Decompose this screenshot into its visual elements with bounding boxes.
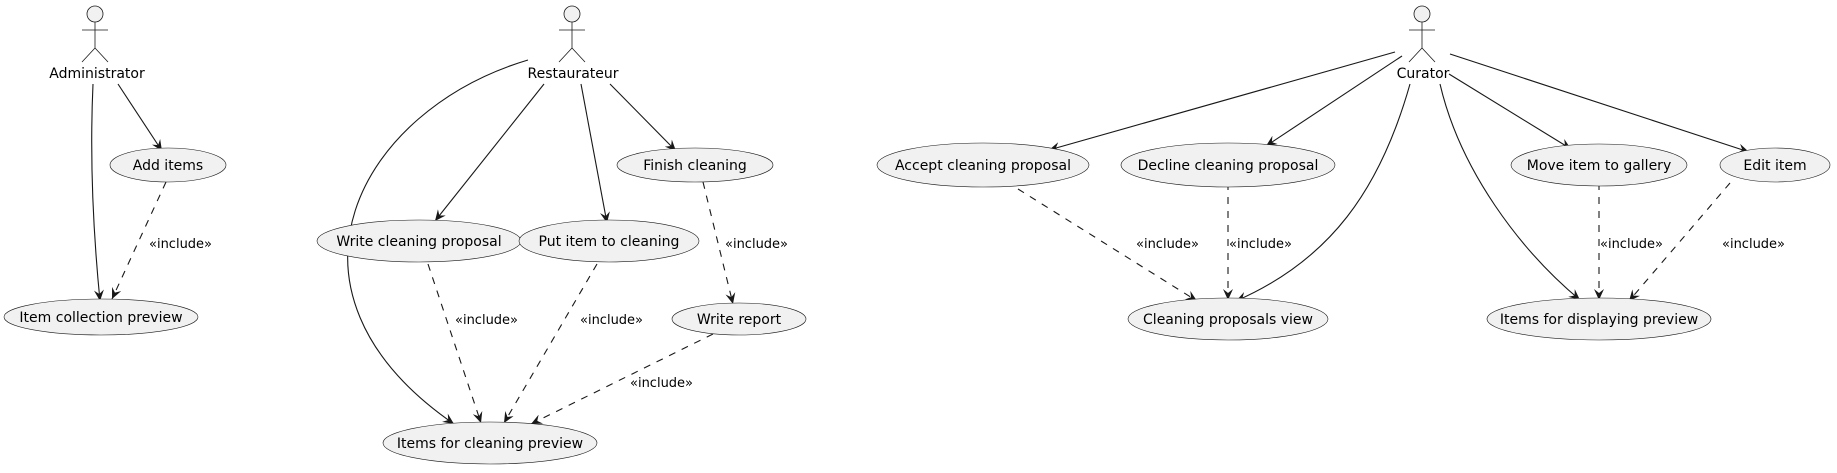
use-case-label-move-item-to-gallery: Move item to gallery bbox=[1527, 158, 1671, 174]
assoc-restaurateur-write-cleaning-proposal bbox=[434, 83, 545, 222]
use-case-label-accept-cleaning-proposal: Accept cleaning proposal bbox=[895, 158, 1071, 174]
include-label: «include» bbox=[455, 313, 518, 328]
include-finish-cleaning-write-report bbox=[702, 181, 736, 305]
actor-restaurateur: Restaurateur bbox=[527, 5, 619, 82]
use-case-write-cleaning-proposal: Write cleaning proposal bbox=[316, 219, 522, 263]
include-label: «include» bbox=[630, 376, 693, 391]
actor-label-administrator: Administrator bbox=[49, 66, 145, 82]
include-label: «include» bbox=[1136, 237, 1199, 252]
stick-figure-icon bbox=[1408, 5, 1436, 63]
use-case-label-edit-item: Edit item bbox=[1743, 158, 1806, 174]
include-edit-item-items-for-displaying-preview bbox=[1628, 182, 1731, 302]
assoc-administrator-add-items bbox=[117, 83, 163, 152]
use-case-decline-cleaning-proposal: Decline cleaning proposal bbox=[1120, 142, 1336, 188]
include-labels: «include» «include» «include» «include» … bbox=[149, 237, 1785, 391]
use-case-label-items-for-cleaning-preview: Items for cleaning preview bbox=[397, 436, 583, 452]
actor-label-restaurateur: Restaurateur bbox=[527, 66, 618, 82]
use-case-edit-item: Edit item bbox=[1719, 147, 1831, 183]
actor-label-curator: Curator bbox=[1397, 66, 1450, 82]
stick-figure-icon bbox=[81, 5, 109, 63]
use-case-put-item-to-cleaning: Put item to cleaning bbox=[518, 219, 700, 263]
assoc-restaurateur-put-item-to-cleaning bbox=[580, 83, 610, 224]
assoc-curator-edit-item bbox=[1449, 53, 1750, 154]
use-case-move-item-to-gallery: Move item to gallery bbox=[1510, 143, 1688, 187]
use-case-label-finish-cleaning: Finish cleaning bbox=[643, 158, 747, 174]
assoc-curator-move-item-to-gallery bbox=[1448, 73, 1572, 150]
include-put-item-to-cleaning-items-for-cleaning-preview bbox=[503, 263, 598, 424]
include-label: «include» bbox=[1229, 237, 1292, 252]
include-label: «include» bbox=[1722, 237, 1785, 252]
associations bbox=[91, 51, 1750, 425]
use-case-label-write-cleaning-proposal: Write cleaning proposal bbox=[336, 234, 501, 250]
assoc-restaurateur-items-for-cleaning-preview bbox=[347, 59, 529, 425]
include-write-report-items-for-cleaning-preview bbox=[530, 333, 714, 425]
assoc-curator-accept-cleaning-proposal bbox=[1048, 51, 1396, 152]
actor-administrator: Administrator bbox=[49, 5, 145, 82]
use-case-label-put-item-to-cleaning: Put item to cleaning bbox=[539, 234, 680, 250]
include-write-cleaning-proposal-items-for-cleaning-preview bbox=[427, 263, 483, 424]
use-case-finish-cleaning: Finish cleaning bbox=[616, 147, 774, 183]
include-label: «include» bbox=[1600, 237, 1663, 252]
assoc-curator-decline-cleaning-proposal bbox=[1265, 55, 1403, 147]
use-case-add-items: Add items bbox=[109, 147, 227, 183]
actor-curator: Curator bbox=[1397, 5, 1450, 82]
assoc-restaurateur-finish-cleaning bbox=[609, 83, 677, 152]
use-case-items-for-displaying-preview: Items for displaying preview bbox=[1486, 297, 1712, 341]
include-label: «include» bbox=[725, 237, 788, 252]
assoc-curator-cleaning-proposals-view bbox=[1235, 83, 1411, 302]
use-case-item-collection-preview: Item collection preview bbox=[3, 298, 199, 336]
assoc-curator-items-for-displaying-preview bbox=[1439, 83, 1581, 301]
stick-figure-icon bbox=[558, 5, 586, 63]
use-case-label-write-report: Write report bbox=[697, 312, 782, 328]
assoc-administrator-item-collection-preview bbox=[91, 83, 104, 302]
use-case-label-add-items: Add items bbox=[133, 158, 203, 174]
use-case-cleaning-proposals-view: Cleaning proposals view bbox=[1127, 297, 1329, 341]
include-dependencies bbox=[111, 181, 1731, 425]
use-case-items-for-cleaning-preview: Items for cleaning preview bbox=[382, 421, 598, 465]
use-case-label-decline-cleaning-proposal: Decline cleaning proposal bbox=[1138, 158, 1319, 174]
use-case-label-cleaning-proposals-view: Cleaning proposals view bbox=[1143, 312, 1313, 328]
use-case-label-item-collection-preview: Item collection preview bbox=[19, 310, 182, 326]
include-label: «include» bbox=[149, 237, 212, 252]
use-case-write-report: Write report bbox=[671, 302, 807, 336]
use-case-label-items-for-displaying-preview: Items for displaying preview bbox=[1500, 312, 1698, 328]
include-label: «include» bbox=[580, 313, 643, 328]
use-case-accept-cleaning-proposal: Accept cleaning proposal bbox=[876, 142, 1090, 188]
